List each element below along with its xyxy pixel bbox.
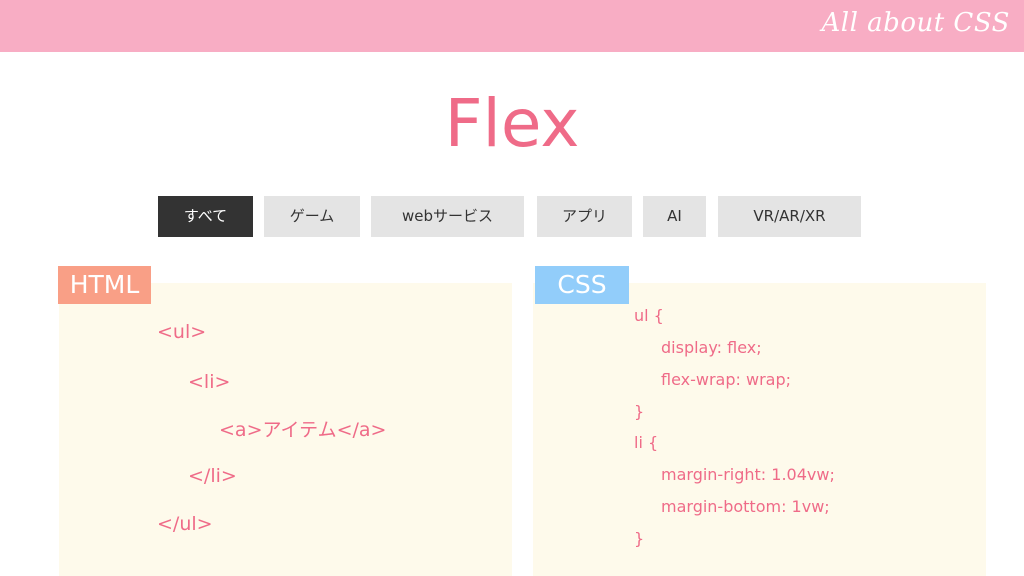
css-code-line: } [634,529,645,548]
html-code-line: </ul> [157,513,213,535]
css-code-line: margin-bottom: 1vw; [661,497,830,516]
tab-all[interactable]: すべて [158,196,253,237]
css-code-line: li { [634,433,659,452]
page-title: Flex [444,85,580,162]
html-code-line: <li> [188,371,231,393]
html-code-line: </li> [188,465,237,487]
css-label-badge: CSS [535,266,629,304]
html-code-line: <ul> [157,321,207,343]
html-label-badge: HTML [58,266,151,304]
filter-tabs: すべて ゲーム webサービス アプリ AI VR/AR/XR [0,196,1024,237]
html-code-panel [59,283,512,576]
tab-vr-ar-xr[interactable]: VR/AR/XR [718,196,861,237]
html-code-line: <a>アイテム</a> [219,419,387,441]
tab-apps[interactable]: アプリ [537,196,632,237]
css-code-line: ul { [634,306,664,325]
css-code-line: display: flex; [661,338,762,357]
css-code-line: flex-wrap: wrap; [661,370,791,389]
css-code-line: margin-right: 1.04vw; [661,465,835,484]
css-code-panel [533,283,986,576]
tab-games[interactable]: ゲーム [264,196,360,237]
css-code-line: } [634,402,645,421]
header-bar: All about CSS [0,0,1024,52]
tab-web-services[interactable]: webサービス [371,196,524,237]
tab-ai[interactable]: AI [643,196,706,237]
brand-logo: All about CSS [821,8,1010,38]
